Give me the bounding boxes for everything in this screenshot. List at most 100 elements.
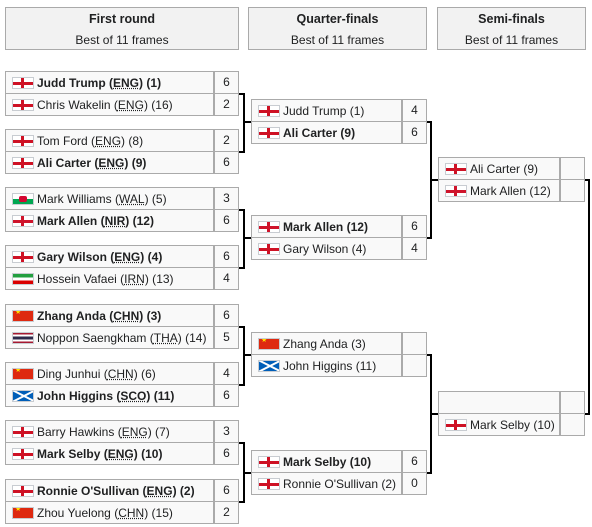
player-name-link[interactable]: Mark Selby <box>470 418 531 432</box>
wales-flag-icon <box>12 193 34 205</box>
player-entry: Ronnie O'Sullivan (ENG) (2) <box>37 484 195 498</box>
player-entry: Zhang Anda (3) <box>283 337 366 351</box>
bracket-connector-line <box>427 354 432 356</box>
player-entry: Barry Hawkins (ENG) (7) <box>37 425 170 439</box>
player-name-link[interactable]: Ding Junhui <box>37 367 101 381</box>
player-name-link[interactable]: Ronnie O'Sullivan <box>37 484 140 498</box>
player-name-link[interactable]: Mark Allen <box>470 184 527 198</box>
player-name-link[interactable]: Zhou Yuelong <box>37 506 111 520</box>
score-cell: 6 <box>214 442 239 465</box>
bracket-connector-line <box>585 179 590 181</box>
seed: 10 <box>145 447 159 461</box>
player-slot: Zhang Anda (3) <box>251 332 402 355</box>
country-code: ENG <box>95 134 122 148</box>
bracket-connector-line <box>243 354 251 356</box>
country-code: ENG <box>114 250 141 264</box>
player-name-link[interactable]: John Higgins <box>37 389 113 403</box>
player-entry: Zhou Yuelong (CHN) (15) <box>37 506 173 520</box>
score-cell <box>560 391 585 414</box>
bracket-connector-line <box>239 442 245 444</box>
player-name-link[interactable]: Noppon Saengkham <box>37 331 147 345</box>
score-cell: 6 <box>214 384 239 407</box>
player-name-link[interactable]: Ronnie O'Sullivan <box>283 477 379 491</box>
player-slot <box>438 391 560 414</box>
player-name-link[interactable]: Mark Selby <box>37 447 101 461</box>
seed: 12 <box>136 214 150 228</box>
player-entry: Mark Allen (12) <box>470 184 551 198</box>
northern-ireland-flag-icon <box>12 215 34 227</box>
player-name-link[interactable]: John Higgins <box>283 359 353 373</box>
country-code: NIR <box>104 214 126 228</box>
player-entry: Gary Wilson (ENG) (4) <box>37 250 163 264</box>
player-name-link[interactable]: Zhang Anda <box>283 337 348 351</box>
score-cell: 2 <box>214 129 239 152</box>
round-title: Semi-finals <box>478 12 545 26</box>
seed: 9 <box>344 126 352 140</box>
player-name-link[interactable]: Ali Carter <box>283 126 338 140</box>
seed: 1 <box>353 104 361 118</box>
player-name-link[interactable]: Ali Carter <box>37 156 92 170</box>
iran-flag-icon <box>12 273 34 285</box>
score-cell: 6 <box>214 209 239 232</box>
bracket-connector-line <box>243 326 245 386</box>
player-name-link[interactable]: Mark Williams <box>37 192 112 206</box>
player-name-link[interactable]: Gary Wilson <box>283 242 349 256</box>
player-slot: Gary Wilson (ENG) (4) <box>5 245 214 268</box>
player-slot: Ronnie O'Sullivan (ENG) (2) <box>5 479 214 502</box>
player-name-link[interactable]: Judd Trump <box>37 76 106 90</box>
player-entry: Gary Wilson (4) <box>283 242 367 256</box>
seed: 2 <box>385 477 393 491</box>
player-slot: Barry Hawkins (ENG) (7) <box>5 420 214 443</box>
seed: 9 <box>135 156 143 170</box>
player-entry: Mark Selby (ENG) (10) <box>37 447 163 461</box>
player-name-link[interactable]: Zhang Anda <box>37 309 106 323</box>
seed: 13 <box>156 272 170 286</box>
player-name-link[interactable]: Mark Allen <box>283 220 344 234</box>
player-name-link[interactable]: Barry Hawkins <box>37 425 115 439</box>
player-slot: Ali Carter (9) <box>251 121 402 144</box>
player-name-link[interactable]: Tom Ford <box>37 134 88 148</box>
player-entry: Mark Selby (10) <box>470 418 555 432</box>
score-cell <box>560 157 585 180</box>
score-cell: 6 <box>214 245 239 268</box>
player-entry: Mark Selby (10) <box>283 455 372 469</box>
england-flag-icon <box>12 157 34 169</box>
seed: 4 <box>355 242 363 256</box>
player-slot: Mark Allen (NIR) (12) <box>5 209 214 232</box>
china-flag-icon <box>258 338 280 350</box>
england-flag-icon <box>12 135 34 147</box>
seed: 9 <box>527 162 535 176</box>
score-cell: 4 <box>214 267 239 290</box>
player-slot: Ding Junhui (CHN) (6) <box>5 362 214 385</box>
country-code: ENG <box>113 76 140 90</box>
player-name-link[interactable]: Chris Wakelin <box>37 98 111 112</box>
player-slot: Mark Selby (ENG) (10) <box>5 442 214 465</box>
player-entry: Mark Williams (WAL) (5) <box>37 192 167 206</box>
player-slot: Mark Allen (12) <box>251 215 402 238</box>
player-slot: Tom Ford (ENG) (8) <box>5 129 214 152</box>
player-name-link[interactable]: Gary Wilson <box>37 250 107 264</box>
player-name-link[interactable]: Mark Allen <box>37 214 98 228</box>
score-cell: 2 <box>214 93 239 116</box>
china-flag-icon <box>12 310 34 322</box>
score-cell: 6 <box>402 450 427 473</box>
country-code: ENG <box>98 156 125 170</box>
bracket-connector-line <box>243 209 245 269</box>
score-cell <box>560 413 585 436</box>
player-name-link[interactable]: Hossein Vafaei <box>37 272 117 286</box>
player-entry: Judd Trump (1) <box>283 104 365 118</box>
player-name-link[interactable]: Judd Trump <box>283 104 347 118</box>
seed: 7 <box>159 425 166 439</box>
round-format: Best of 11 frames <box>290 33 385 47</box>
bracket-connector-line <box>243 121 251 123</box>
score-cell: 6 <box>402 121 427 144</box>
player-entry: Chris Wakelin (ENG) (16) <box>37 98 173 112</box>
bracket-connector-line <box>239 384 245 386</box>
england-flag-icon <box>12 251 34 263</box>
player-entry: Judd Trump (ENG) (1) <box>37 76 162 90</box>
player-name-link[interactable]: Ali Carter <box>470 162 521 176</box>
player-name-link[interactable]: Mark Selby <box>283 455 347 469</box>
player-entry: Ali Carter (ENG) (9) <box>37 156 147 170</box>
bracket-connector-line <box>239 501 245 503</box>
